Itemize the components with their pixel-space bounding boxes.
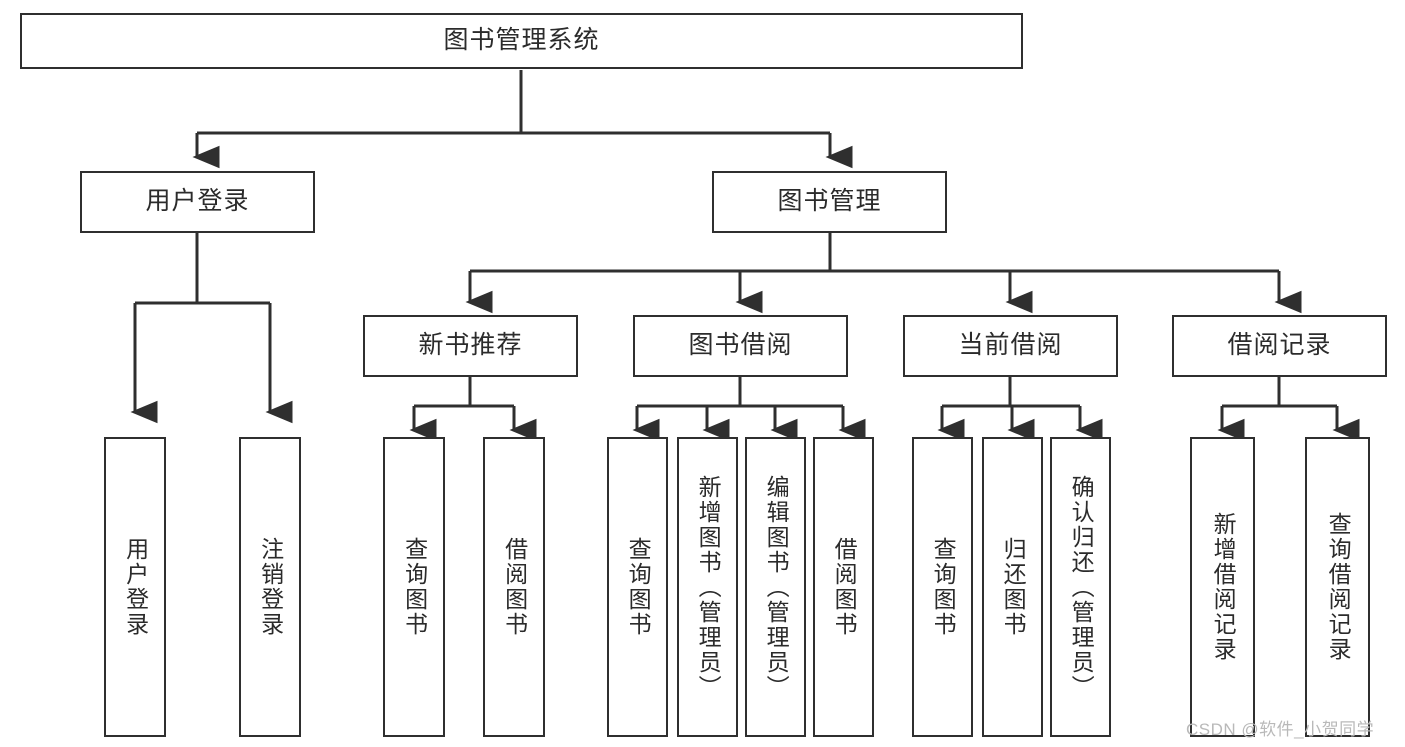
node-current-borrow[interactable]: 当前借阅 <box>903 315 1118 377</box>
node-label: 图书借阅 <box>688 331 793 360</box>
node-label: 查询借阅记录 <box>1325 512 1352 662</box>
leaf-borrow-query-book[interactable]: 查询图书 <box>607 437 668 737</box>
node-label: 归还图书 <box>1000 537 1027 637</box>
leaf-borrow-edit-book[interactable]: 编辑图书（管理员） <box>745 437 806 737</box>
node-label: 借阅记录 <box>1227 331 1332 360</box>
node-new-book-recommend[interactable]: 新书推荐 <box>363 315 578 377</box>
node-label: 查询图书 <box>930 537 957 637</box>
csdn-watermark: CSDN @软件_小贺同学 <box>1186 720 1375 739</box>
node-borrow-record[interactable]: 借阅记录 <box>1172 315 1387 377</box>
node-label: 图书管理 <box>777 187 882 216</box>
leaf-user-login[interactable]: 用户登录 <box>104 437 166 737</box>
leaf-current-confirm-return[interactable]: 确认归还（管理员） <box>1050 437 1111 737</box>
node-book-management[interactable]: 图书管理 <box>712 171 947 233</box>
node-root-system[interactable]: 图书管理系统 <box>20 13 1023 69</box>
leaf-newbook-borrow-book[interactable]: 借阅图书 <box>483 437 545 737</box>
node-label: 借阅图书 <box>831 537 858 637</box>
node-user-login[interactable]: 用户登录 <box>80 171 315 233</box>
node-label: 新增借阅记录 <box>1210 512 1237 662</box>
node-label: 新书推荐 <box>418 331 523 360</box>
leaf-current-return-book[interactable]: 归还图书 <box>982 437 1043 737</box>
node-label: 查询图书 <box>401 537 428 637</box>
leaf-borrow-borrow-book[interactable]: 借阅图书 <box>813 437 874 737</box>
node-label: 用户登录 <box>122 537 149 637</box>
node-label: 用户登录 <box>145 187 250 216</box>
node-label: 注销登录 <box>257 537 284 637</box>
node-book-borrow[interactable]: 图书借阅 <box>633 315 848 377</box>
leaf-current-query-book[interactable]: 查询图书 <box>912 437 973 737</box>
node-label: 新增图书（管理员） <box>695 474 722 700</box>
leaf-user-logout[interactable]: 注销登录 <box>239 437 301 737</box>
node-label: 查询图书 <box>625 537 652 637</box>
node-label: 图书管理系统 <box>443 26 600 55</box>
node-label: 当前借阅 <box>958 331 1063 360</box>
leaf-borrow-add-book[interactable]: 新增图书（管理员） <box>677 437 738 737</box>
node-label: 编辑图书（管理员） <box>763 474 790 700</box>
leaf-record-add-record[interactable]: 新增借阅记录 <box>1190 437 1255 737</box>
leaf-record-query-record[interactable]: 查询借阅记录 <box>1305 437 1370 737</box>
node-label: 确认归还（管理员） <box>1068 474 1095 700</box>
leaf-newbook-query-book[interactable]: 查询图书 <box>383 437 445 737</box>
node-label: 借阅图书 <box>501 537 528 637</box>
